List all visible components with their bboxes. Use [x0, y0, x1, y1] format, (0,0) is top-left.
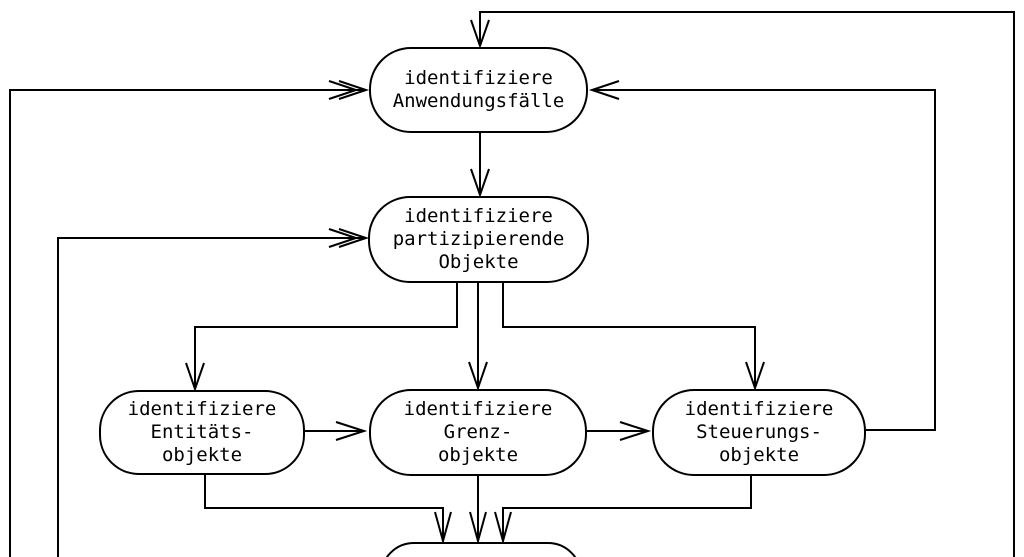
arrowhead-down-icon: [434, 511, 452, 545]
edge-grenz-to-steuerungs: [587, 421, 652, 441]
edge-bottomloop-to-anwendungsfaelle: [470, 11, 1015, 557]
node-label: identifiziere Anwendungsfälle: [392, 67, 565, 112]
arrowhead-down-icon: [185, 362, 205, 393]
node-label: identifiziere Grenz- objekte: [403, 398, 553, 466]
edge-anwendungsfaelle-to-partizipierende: [470, 133, 490, 199]
node-label: identifiziere partizipierende Objekte: [392, 205, 565, 273]
arrowhead-left-icon: [588, 80, 620, 100]
node-bottom-partial: [380, 542, 582, 557]
edge-partizipierende-to-entitaets: [185, 283, 458, 393]
edge-partizipierende-to-grenz: [468, 283, 488, 392]
edge-line: [204, 474, 444, 541]
arrowhead-down-icon: [468, 361, 488, 392]
edge-line: [479, 11, 1015, 557]
arrowhead-down-icon: [470, 168, 490, 199]
arrowhead-right-icon: [328, 228, 360, 248]
edge-line: [502, 475, 752, 541]
node-identifiziere-partizipierende-objekte: identifiziere partizipierende Objekte: [368, 196, 589, 283]
edge-line: [502, 283, 756, 388]
node-identifiziere-anwendungsfaelle: identifiziere Anwendungsfälle: [369, 47, 588, 133]
edge-grenz-to-bottom: [469, 475, 487, 545]
node-identifiziere-grenz-objekte: identifiziere Grenz- objekte: [369, 389, 587, 476]
arrowhead-right-icon: [619, 421, 652, 441]
node-identifiziere-entitaets-objekte: identifiziere Entitäts- objekte: [99, 390, 305, 475]
arrowhead-right-icon: [328, 80, 360, 100]
arrowhead-right-icon: [338, 228, 370, 248]
arrowhead-down-icon: [470, 19, 490, 50]
arrowhead-down-icon: [494, 511, 512, 545]
node-identifiziere-steuerungs-objekte: identifiziere Steuerungs- objekte: [652, 389, 866, 476]
edge-entitaets-to-bottom: [204, 474, 452, 545]
node-label: identifiziere Entitäts- objekte: [127, 398, 277, 466]
edge-entitaets-to-grenz: [304, 421, 368, 441]
edge-leftloop-to-anwendungsfaelle: [9, 80, 370, 557]
edge-partizipierende-to-steuerungs: [502, 283, 765, 392]
arrowhead-right-icon: [338, 80, 370, 100]
edge-line: [9, 89, 365, 557]
edge-leftloop-to-partizipierende: [57, 228, 370, 557]
edge-line: [194, 283, 458, 389]
edge-line: [593, 89, 936, 431]
edge-steuerungs-to-bottom: [494, 475, 752, 545]
edge-steuerungs-to-anwendungsfaelle: [588, 80, 936, 431]
arrowhead-down-icon: [745, 361, 765, 392]
arrowhead-right-icon: [335, 421, 368, 441]
node-label: identifiziere Steuerungs- objekte: [684, 398, 834, 466]
edge-line: [57, 237, 365, 557]
arrowhead-down-icon: [469, 511, 487, 545]
